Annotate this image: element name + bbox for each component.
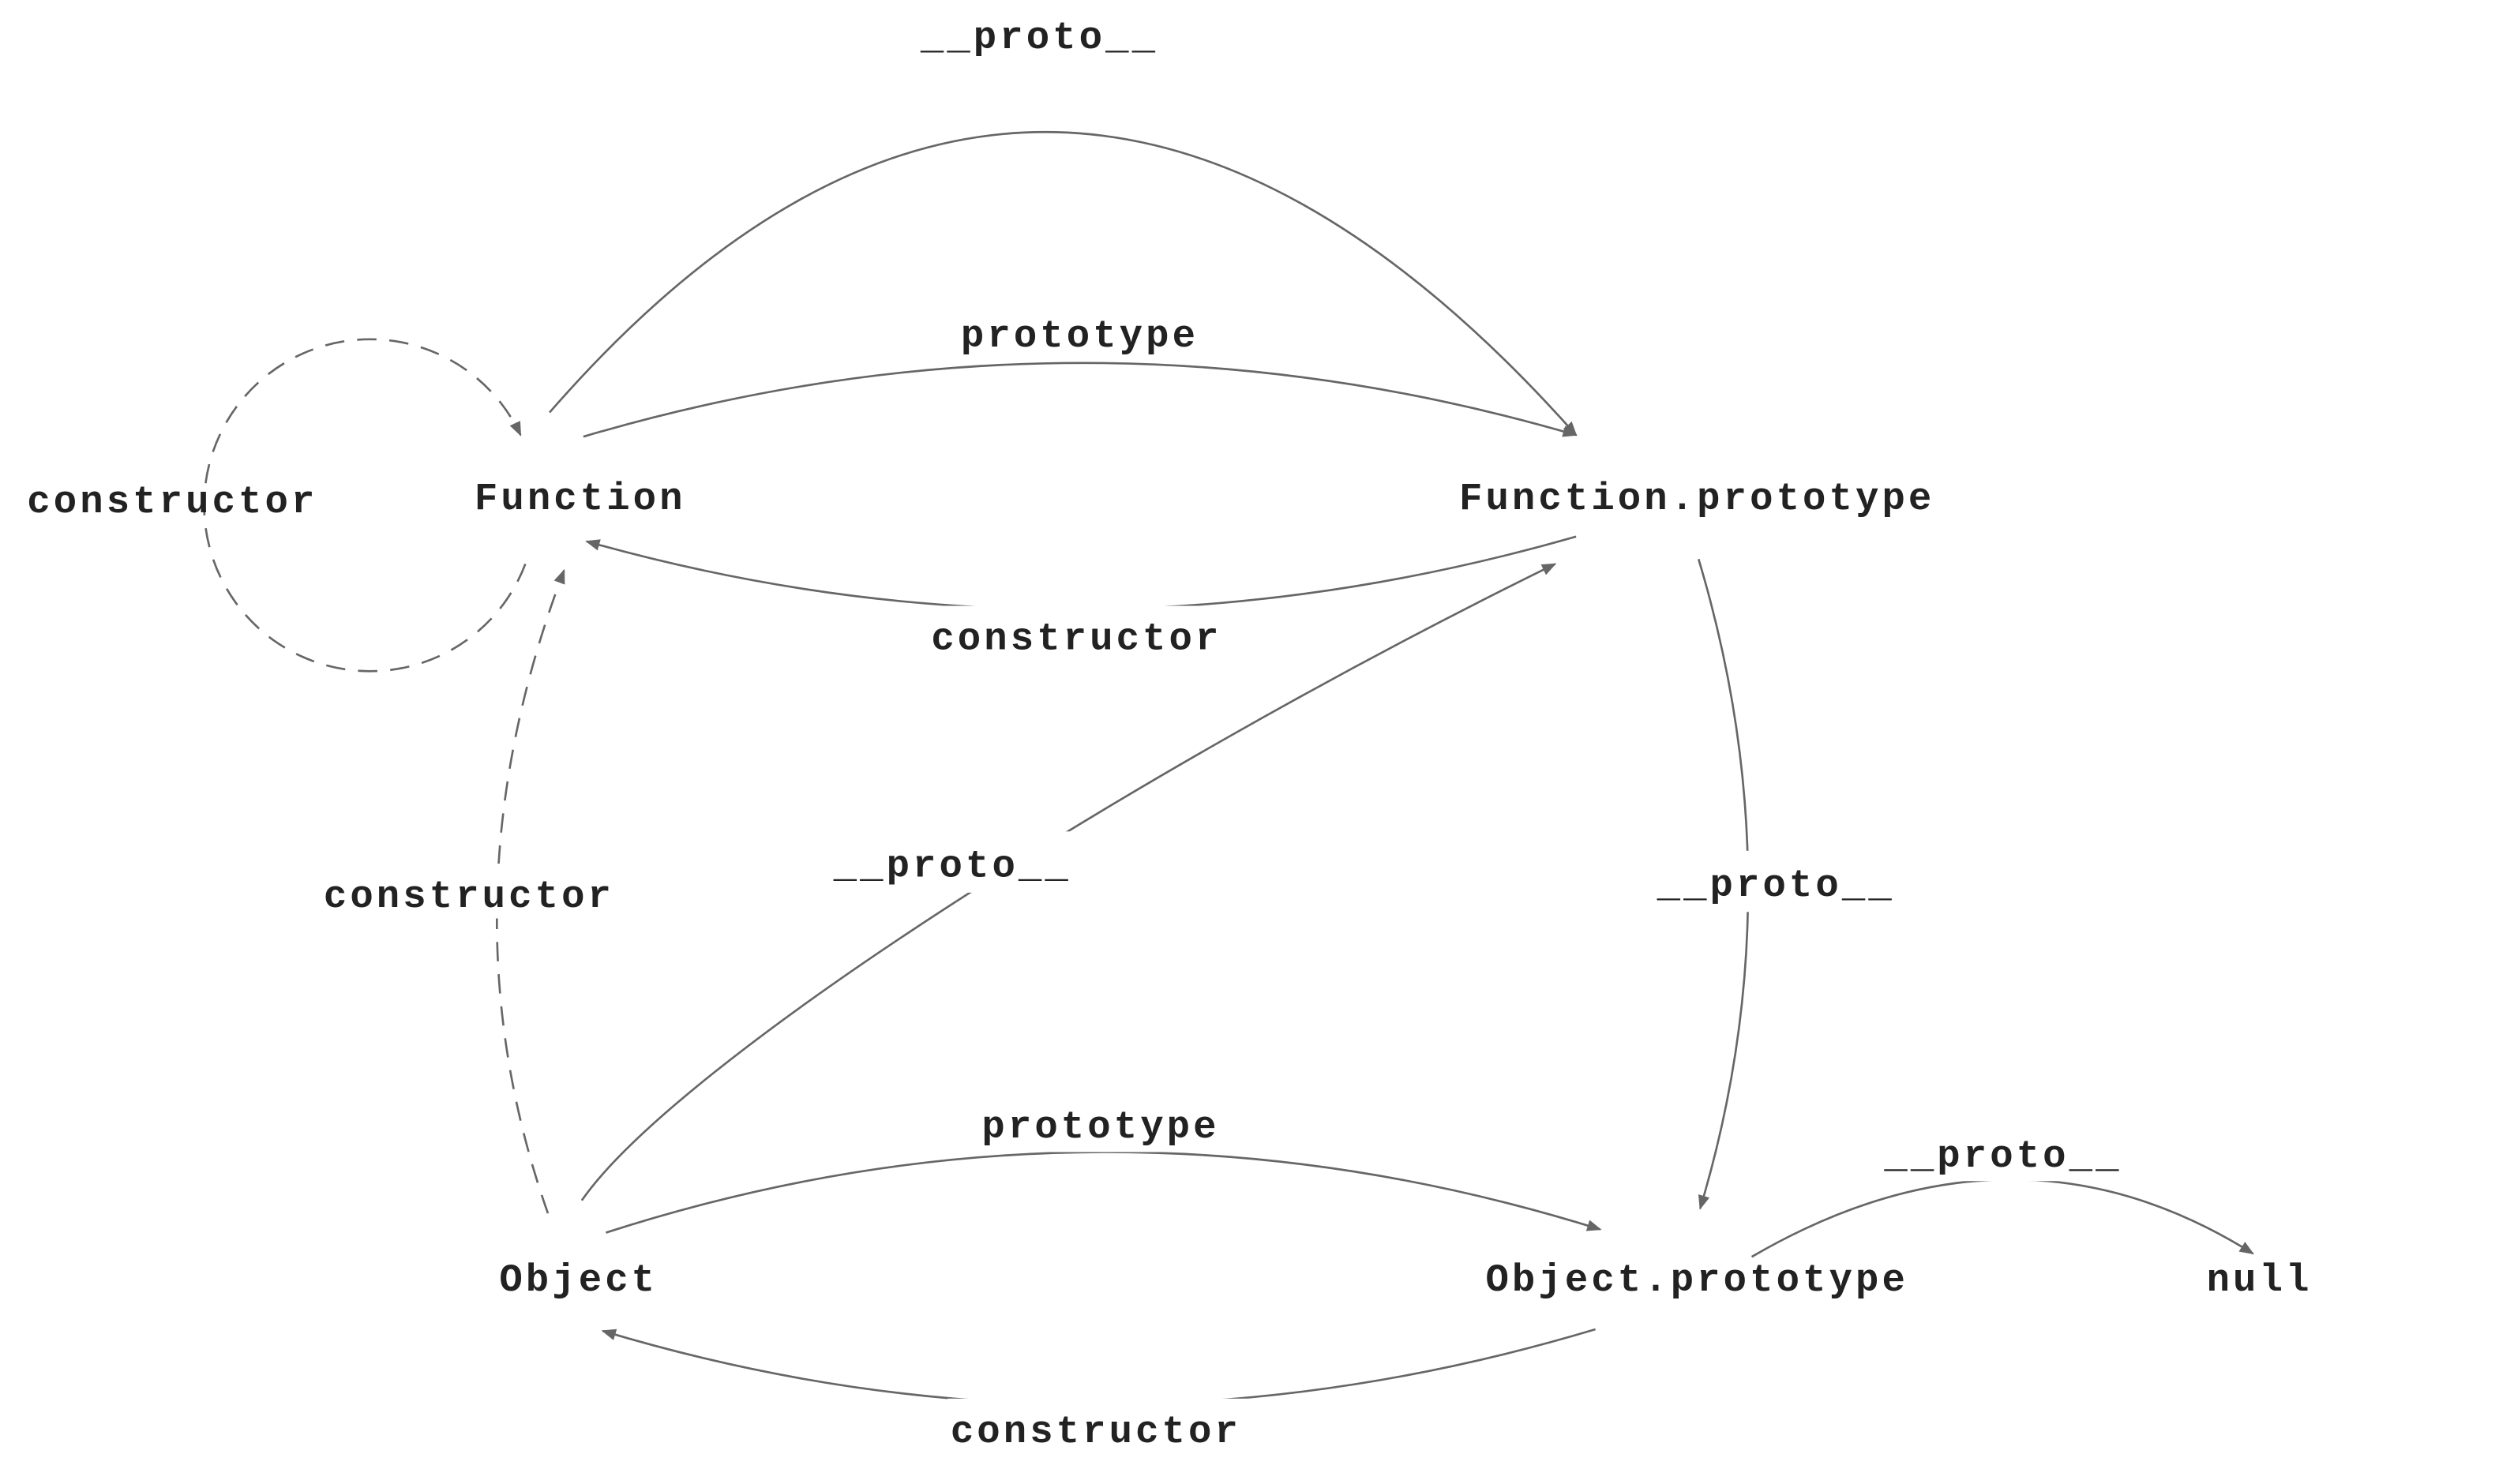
edge-object-constructor [495,568,565,1214]
label-function-prototype: prototype [961,314,1199,358]
label-function-proto: __proto__ [920,16,1158,60]
label-function-prototype-proto: __proto__ [1657,864,1895,908]
edge-function-prototype [583,362,1578,438]
edge-function-self-constructor [203,338,527,673]
node-object: Object [499,1258,658,1302]
node-null: null [2207,1258,2313,1302]
label-function-self-constructor: constructor [27,480,317,524]
label-object-prototype-constructor: constructor [951,1410,1241,1454]
edge-function-proto [548,131,1578,437]
edge-function-prototype-constructor [585,535,1577,611]
label-object-constructor: constructor [324,875,614,919]
edge-object-proto [580,563,1557,1201]
edge-object-prototype-proto [1750,1178,2254,1258]
label-object-prototype: prototype [981,1105,1219,1149]
label-object-prototype-proto: __proto__ [1883,1134,2122,1179]
edge-object-prototype [606,1151,1602,1234]
node-function-prototype: Function.prototype [1459,477,1934,521]
node-function: Function [475,477,686,521]
label-object-proto: __proto__ [833,844,1071,888]
edge-object-prototype-constructor [601,1328,1596,1406]
label-function-prototype-constructor: constructor [931,617,1221,661]
node-object-prototype: Object.prototype [1485,1258,1908,1302]
